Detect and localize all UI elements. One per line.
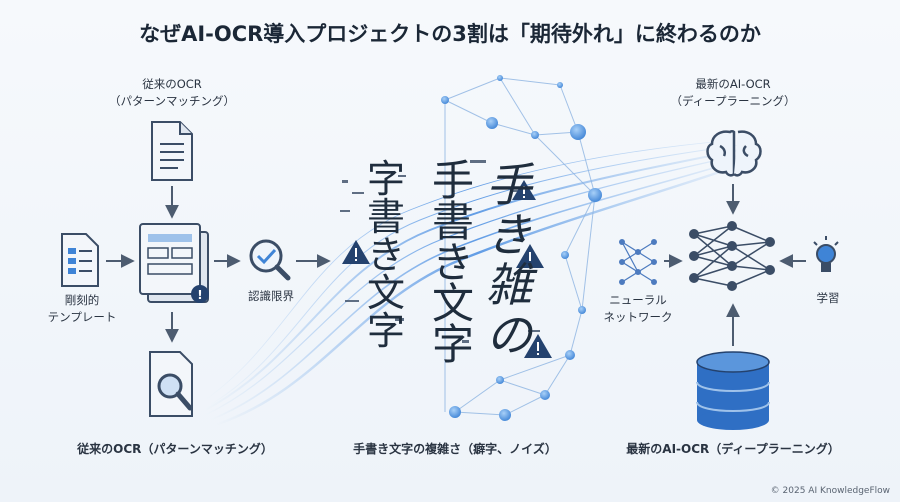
template-label: 剛刻的テンプレート: [47, 293, 117, 324]
handwriting-char: き: [431, 238, 474, 287]
form-stack-icon: !: [139, 223, 209, 303]
network-node: [441, 75, 602, 421]
recognition-limit-label: 認識限界: [248, 289, 294, 303]
warning-icon: [512, 180, 536, 200]
handwriting-char: 字: [366, 309, 405, 353]
right-bottom-label: 最新のAI-OCR（ディープラーニング）: [626, 442, 840, 456]
handwriting-char: 手: [431, 156, 474, 205]
center-bottom-label: 手書き文字の複雑さ（癖字、ノイズ）: [353, 442, 557, 456]
small-network-icon: [619, 239, 657, 285]
lightbulb-icon: [813, 236, 839, 272]
warning-icon: [516, 244, 544, 268]
handwriting-char: 手: [486, 158, 532, 212]
brain-icon: [706, 130, 762, 177]
left-heading: 従来のOCR（パターンマッチング）: [109, 77, 235, 108]
svg-text:!: !: [197, 288, 202, 302]
handwriting-column: 手書き文字: [430, 156, 476, 369]
handwriting-column: 字書き文字: [366, 160, 406, 350]
document-search-icon: [149, 351, 193, 417]
handwriting-char: 文: [431, 279, 474, 328]
handwriting-char: 文: [366, 271, 405, 315]
magnifier-check-icon: [249, 239, 291, 281]
glitch-fragments: [340, 160, 540, 343]
document-icon: [151, 121, 193, 181]
handwriting-char: き: [366, 233, 405, 277]
neural-network-label: ニューラルネットワーク: [603, 293, 673, 324]
right-heading: 最新のAI-OCR（ディープラーニング）: [670, 77, 796, 108]
light-stream: [204, 139, 741, 427]
page-title: なぜAI-OCR導入プロジェクトの3割は「期待外れ」に終わるのか: [139, 22, 761, 46]
neural-network-icon: [689, 221, 775, 291]
template-document-icon: [61, 233, 99, 287]
handwriting-char: の: [486, 308, 532, 362]
handwriting-char: 字: [366, 157, 405, 201]
left-bottom-label: 従来のOCR（パターンマッチング）: [77, 442, 273, 456]
warning-icon: [342, 240, 370, 264]
handwriting-column: 手き雑の: [484, 160, 534, 360]
handwriting-char: 雑: [486, 258, 532, 312]
warning-icon: [524, 334, 552, 358]
handwriting-char: 書: [366, 195, 405, 239]
learning-label: 学習: [816, 291, 840, 305]
database-icon: [696, 351, 770, 430]
copyright: © 2025 AI KnowledgeFlow: [770, 486, 890, 496]
handwriting-char: 書: [431, 197, 474, 246]
handwriting-char: 字: [431, 320, 474, 369]
handwriting-char: き: [486, 208, 532, 262]
